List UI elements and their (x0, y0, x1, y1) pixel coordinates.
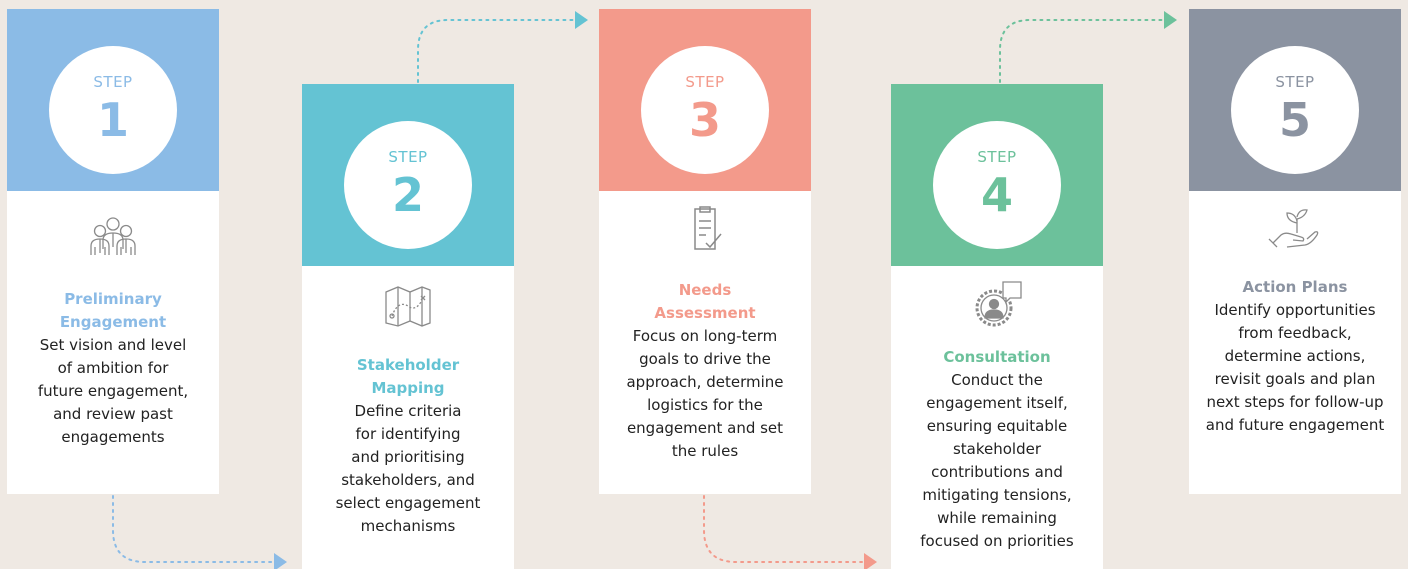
step-2-text: Stakeholder Mapping Define criteria for … (310, 354, 506, 538)
step-1-description: Set vision and level of ambition for fut… (37, 336, 189, 446)
step-5-header: STEP 5 (1189, 9, 1401, 191)
step-1-badge: STEP 1 (49, 46, 177, 174)
arrowhead-1 (274, 553, 287, 569)
step-2-label: STEP (388, 148, 428, 166)
person-speech-gear-icon (967, 274, 1027, 334)
step-1-label: STEP (93, 73, 133, 91)
connector-2-to-3 (417, 19, 574, 83)
step-2-title: Stakeholder Mapping (356, 356, 460, 397)
step-4-label: STEP (977, 148, 1017, 166)
step-1-body: Preliminary Engagement Set vision and le… (7, 191, 219, 494)
step-3-number: 3 (688, 93, 721, 147)
step-4-title: Consultation (943, 348, 1051, 366)
step-3-title: Needs Assessment (654, 281, 756, 322)
step-2-body: Stakeholder Mapping Define criteria for … (302, 266, 514, 569)
step-1-card: STEP 1 Preliminary Engagement Set vis (7, 9, 219, 494)
step-1-header: STEP 1 (7, 9, 219, 191)
arrowhead-4 (1164, 11, 1177, 29)
map-icon (378, 276, 438, 336)
step-3-description: Focus on long-term goals to drive the ap… (626, 327, 784, 460)
step-3-text: Needs Assessment Focus on long-term goal… (607, 279, 803, 463)
step-5-title: Action Plans (1242, 278, 1348, 296)
step-5-description: Identify opportunities from feedback, de… (1205, 301, 1385, 434)
step-5-card: STEP 5 Action Plans Identify opportuniti… (1189, 9, 1401, 494)
connector-1-to-2 (112, 495, 273, 563)
step-1-title: Preliminary Engagement (59, 290, 167, 331)
step-5-text: Action Plans Identify opportunities from… (1197, 276, 1393, 437)
step-3-header: STEP 3 (599, 9, 811, 191)
step-2-card: STEP 2 Stakeholder Mapping Define criter… (302, 84, 514, 569)
step-4-card: STEP 4 Consultation Conduct the engageme… (891, 84, 1103, 569)
step-4-header: STEP 4 (891, 84, 1103, 266)
arrowhead-2 (575, 11, 588, 29)
clipboard-check-icon (675, 199, 735, 259)
step-2-number: 2 (391, 168, 424, 222)
step-4-badge: STEP 4 (933, 121, 1061, 249)
step-5-label: STEP (1275, 73, 1315, 91)
step-3-badge: STEP 3 (641, 46, 769, 174)
step-3-body: Needs Assessment Focus on long-term goal… (599, 191, 811, 494)
step-4-number: 4 (980, 168, 1013, 222)
step-1-number: 1 (96, 93, 129, 147)
step-4-description: Conduct the engagement itself, ensuring … (920, 371, 1074, 550)
step-3-card: STEP 3 Needs Assessment Focus on long-te… (599, 9, 811, 494)
step-4-text: Consultation Conduct the engagement itse… (899, 346, 1095, 553)
step-1-text: Preliminary Engagement Set vision and le… (15, 288, 211, 449)
connector-3-to-4 (703, 495, 863, 563)
step-2-description: Define criteria for identifying and prio… (335, 402, 481, 535)
step-2-header: STEP 2 (302, 84, 514, 266)
step-5-badge: STEP 5 (1231, 46, 1359, 174)
step-5-body: Action Plans Identify opportunities from… (1189, 191, 1401, 494)
hand-plant-icon (1265, 197, 1325, 257)
step-5-number: 5 (1278, 93, 1311, 147)
step-4-body: Consultation Conduct the engagement itse… (891, 266, 1103, 569)
connector-4-to-5 (999, 19, 1166, 83)
step-3-label: STEP (685, 73, 725, 91)
step-2-badge: STEP 2 (344, 121, 472, 249)
arrowhead-3 (864, 553, 877, 569)
people-group-icon (83, 209, 143, 269)
